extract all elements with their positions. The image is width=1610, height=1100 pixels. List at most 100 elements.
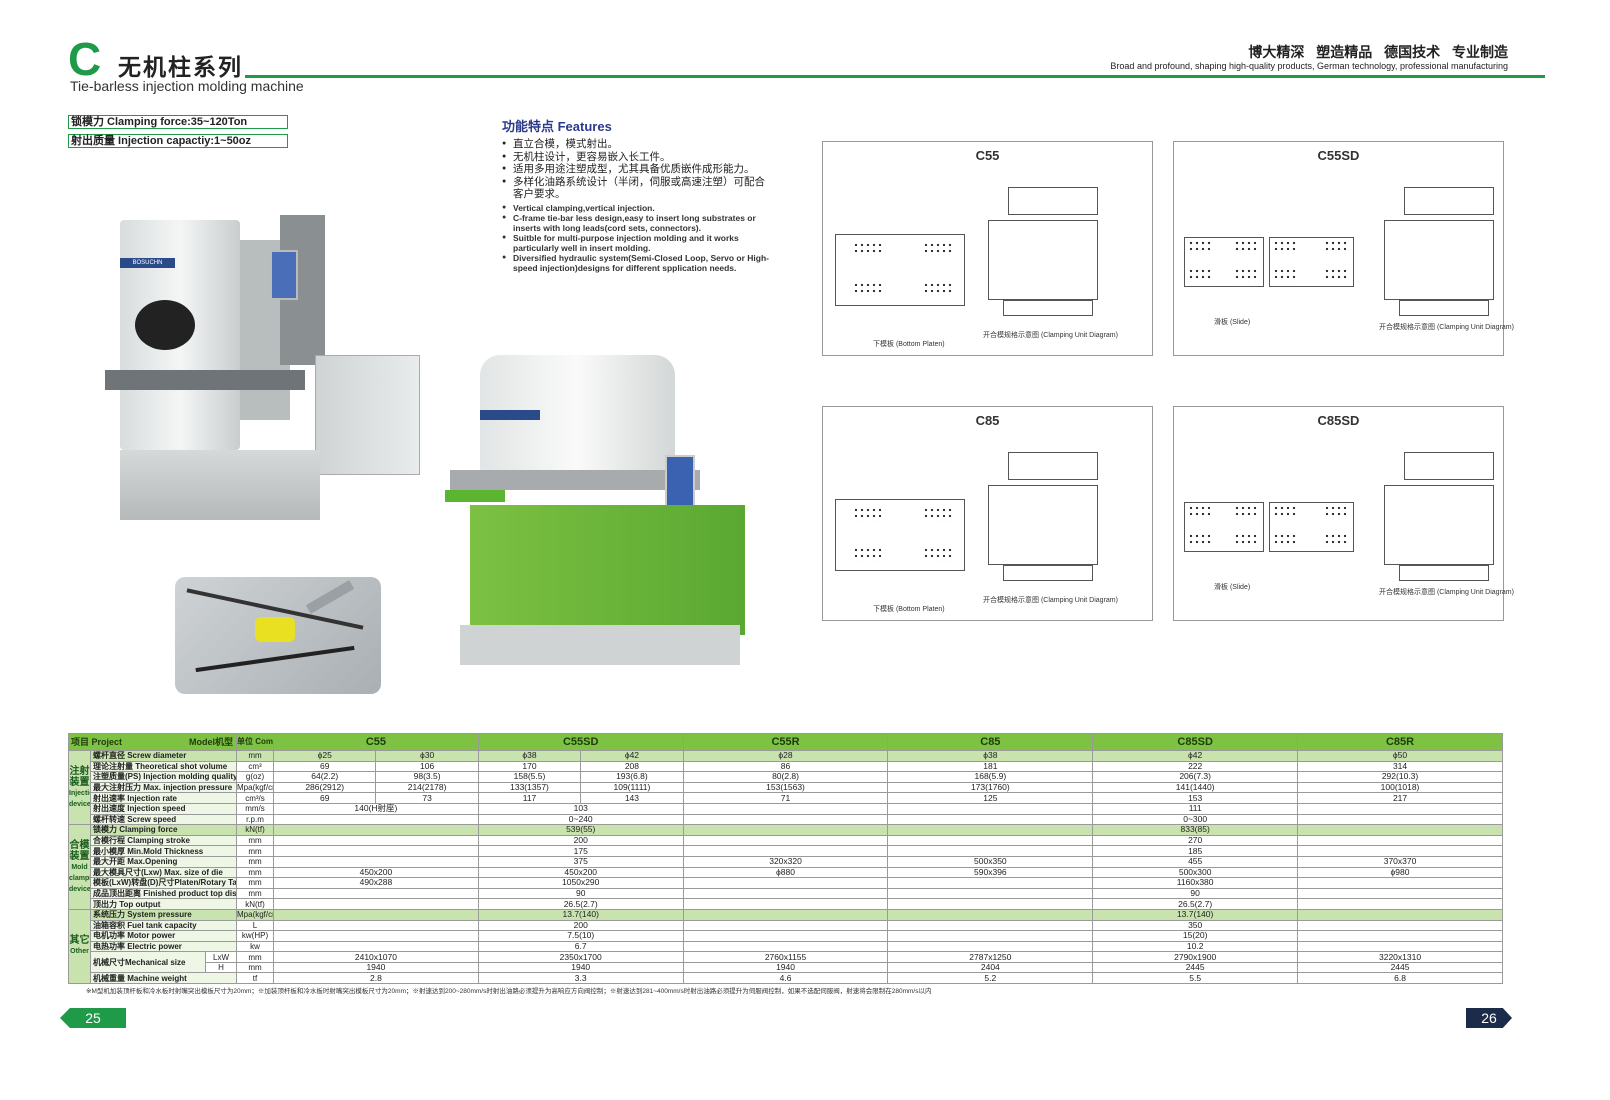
table-cell: ϕ42 xyxy=(580,750,684,762)
row-unit: kw(HP) xyxy=(236,930,274,942)
table-cell xyxy=(273,813,479,826)
table-cell xyxy=(1297,919,1503,932)
table-cell: 80(2.8) xyxy=(682,771,889,783)
row-label: 最大注射压力 Max. injection pressure xyxy=(90,781,237,794)
unit-header: 单位 Company xyxy=(236,733,274,751)
table-cell: 314 xyxy=(1297,760,1503,773)
model-header: C55 xyxy=(273,733,479,751)
table-cell xyxy=(682,940,889,953)
table-cell: 320x320 xyxy=(682,855,889,868)
table-cell: 64(2.2) xyxy=(272,771,377,783)
row-label: 合模行程 Clamping stroke xyxy=(90,834,237,847)
table-cell xyxy=(273,834,479,847)
row-label: 最小模厚 Min.Mold Thickness xyxy=(90,845,237,857)
table-cell: 3220x1310 xyxy=(1297,951,1503,963)
row-unit: mm xyxy=(236,961,274,974)
table-cell: 4.6 xyxy=(682,972,889,985)
table-cell: 500x350 xyxy=(887,855,1094,868)
footnote: ※M型机加装顶杆板和冷水板时射嘴突出模板尺寸为20mm；※加装顶杆板和冷水板时射… xyxy=(86,988,932,995)
features-title: 功能特点 Features xyxy=(502,119,612,134)
table-cell xyxy=(1297,813,1503,826)
table-cell xyxy=(273,855,479,868)
row-unit: mm xyxy=(236,834,274,847)
table-cell: 153 xyxy=(1092,792,1299,804)
table-cell xyxy=(1297,887,1503,900)
table-cell: 450x200 xyxy=(273,866,479,879)
row-label: 最大模具尺寸(Lxw) Max. size of die xyxy=(90,866,237,879)
table-cell xyxy=(887,802,1094,815)
feature-en: Diversified hydraulic system(Semi-Closed… xyxy=(502,253,772,273)
table-cell: 200 xyxy=(477,834,684,847)
table-cell: ϕ38 xyxy=(477,750,582,762)
table-cell: 200 xyxy=(477,919,684,932)
table-cell: ϕ42 xyxy=(1092,750,1299,762)
table-cell xyxy=(682,898,889,910)
table-cell: 5.5 xyxy=(1092,972,1299,985)
table-cell xyxy=(887,919,1094,932)
row-label: 电机功率 Motor power xyxy=(90,930,237,942)
table-cell: 90 xyxy=(477,887,684,900)
slogan-en: Broad and profound, shaping high-quality… xyxy=(1110,61,1508,71)
feature-zh: 适用多用途注塑成型，尤其具备优质嵌件成形能力。 xyxy=(502,163,772,176)
table-cell: 125 xyxy=(887,792,1094,804)
table-cell: 170 xyxy=(477,760,582,773)
page-number-left: 25 xyxy=(60,1008,126,1028)
diagram-caption-right: 开合模规格示意图 (Clamping Unit Diagram) xyxy=(983,597,1118,604)
table-cell xyxy=(682,802,889,815)
product-photo-cables xyxy=(175,577,381,694)
table-cell: 6.8 xyxy=(1297,972,1503,985)
table-cell: 2760x1155 xyxy=(682,951,889,963)
table-cell: 370x370 xyxy=(1297,855,1503,868)
row-label: 射出速率 Injection rate xyxy=(90,792,237,804)
row-unit: Mpa(kgf/cm²) xyxy=(236,908,274,921)
row-unit: mm xyxy=(236,866,274,879)
table-cell xyxy=(887,877,1094,889)
table-cell xyxy=(682,930,889,942)
table-cell: 3.3 xyxy=(477,972,684,985)
table-cell: 1940 xyxy=(682,961,889,974)
table-cell: 98(3.5) xyxy=(375,771,479,783)
diagram-c55: C55 下模板 (Bottom Platen) 开合模规格示意图 (Clampi… xyxy=(822,141,1153,356)
table-row: 成品顶出距离 Finished product top distancemm90… xyxy=(69,887,1503,900)
table-cell xyxy=(682,834,889,847)
model-header: C85 xyxy=(887,733,1094,751)
table-cell: 292(10.3) xyxy=(1297,771,1503,783)
table-cell xyxy=(273,898,479,910)
table-cell: 1160x380 xyxy=(1092,877,1299,889)
section-label-en: Injection device xyxy=(69,789,91,808)
table-cell xyxy=(273,919,479,932)
row-label: 机械重量 Machine weight xyxy=(90,972,237,985)
table-cell xyxy=(682,877,889,889)
table-cell xyxy=(1297,877,1503,889)
table-cell: 100(1018) xyxy=(1297,781,1503,794)
diagram-caption-left: 下模板 (Bottom Platen) xyxy=(873,606,945,613)
section-label-en: Mold clamping device xyxy=(69,863,91,893)
diagram-caption-right: 开合模规格示意图 (Clamping Unit Diagram) xyxy=(983,332,1118,339)
table-cell: 2350x1700 xyxy=(477,951,684,963)
row-label: 电热功率 Electric power xyxy=(90,940,237,953)
table-cell xyxy=(682,813,889,826)
table-cell xyxy=(887,908,1094,921)
table-cell: 26.5(2.7) xyxy=(1092,898,1299,910)
table-cell xyxy=(1297,845,1503,857)
row-unit: mm xyxy=(236,855,274,868)
diagram-c85: C85 下模板 (Bottom Platen) 开合模规格示意图 (Clampi… xyxy=(822,406,1153,621)
table-cell: 175 xyxy=(477,845,684,857)
table-cell: 590x396 xyxy=(887,866,1094,879)
row-unit: cm³ xyxy=(236,760,274,773)
section-label: 注射装置Injection device xyxy=(68,749,91,826)
diagram-title: C85 xyxy=(975,413,1000,428)
table-cell xyxy=(1297,908,1503,921)
machine-photo-c85sd xyxy=(440,335,750,675)
table-cell: 141(1440) xyxy=(1092,781,1299,794)
section-label-zh: 其它 xyxy=(69,935,90,947)
feature-en: C-frame tie-bar less design,easy to inse… xyxy=(502,213,772,233)
table-cell: 106 xyxy=(375,760,479,773)
table-cell: 1940 xyxy=(477,961,684,974)
